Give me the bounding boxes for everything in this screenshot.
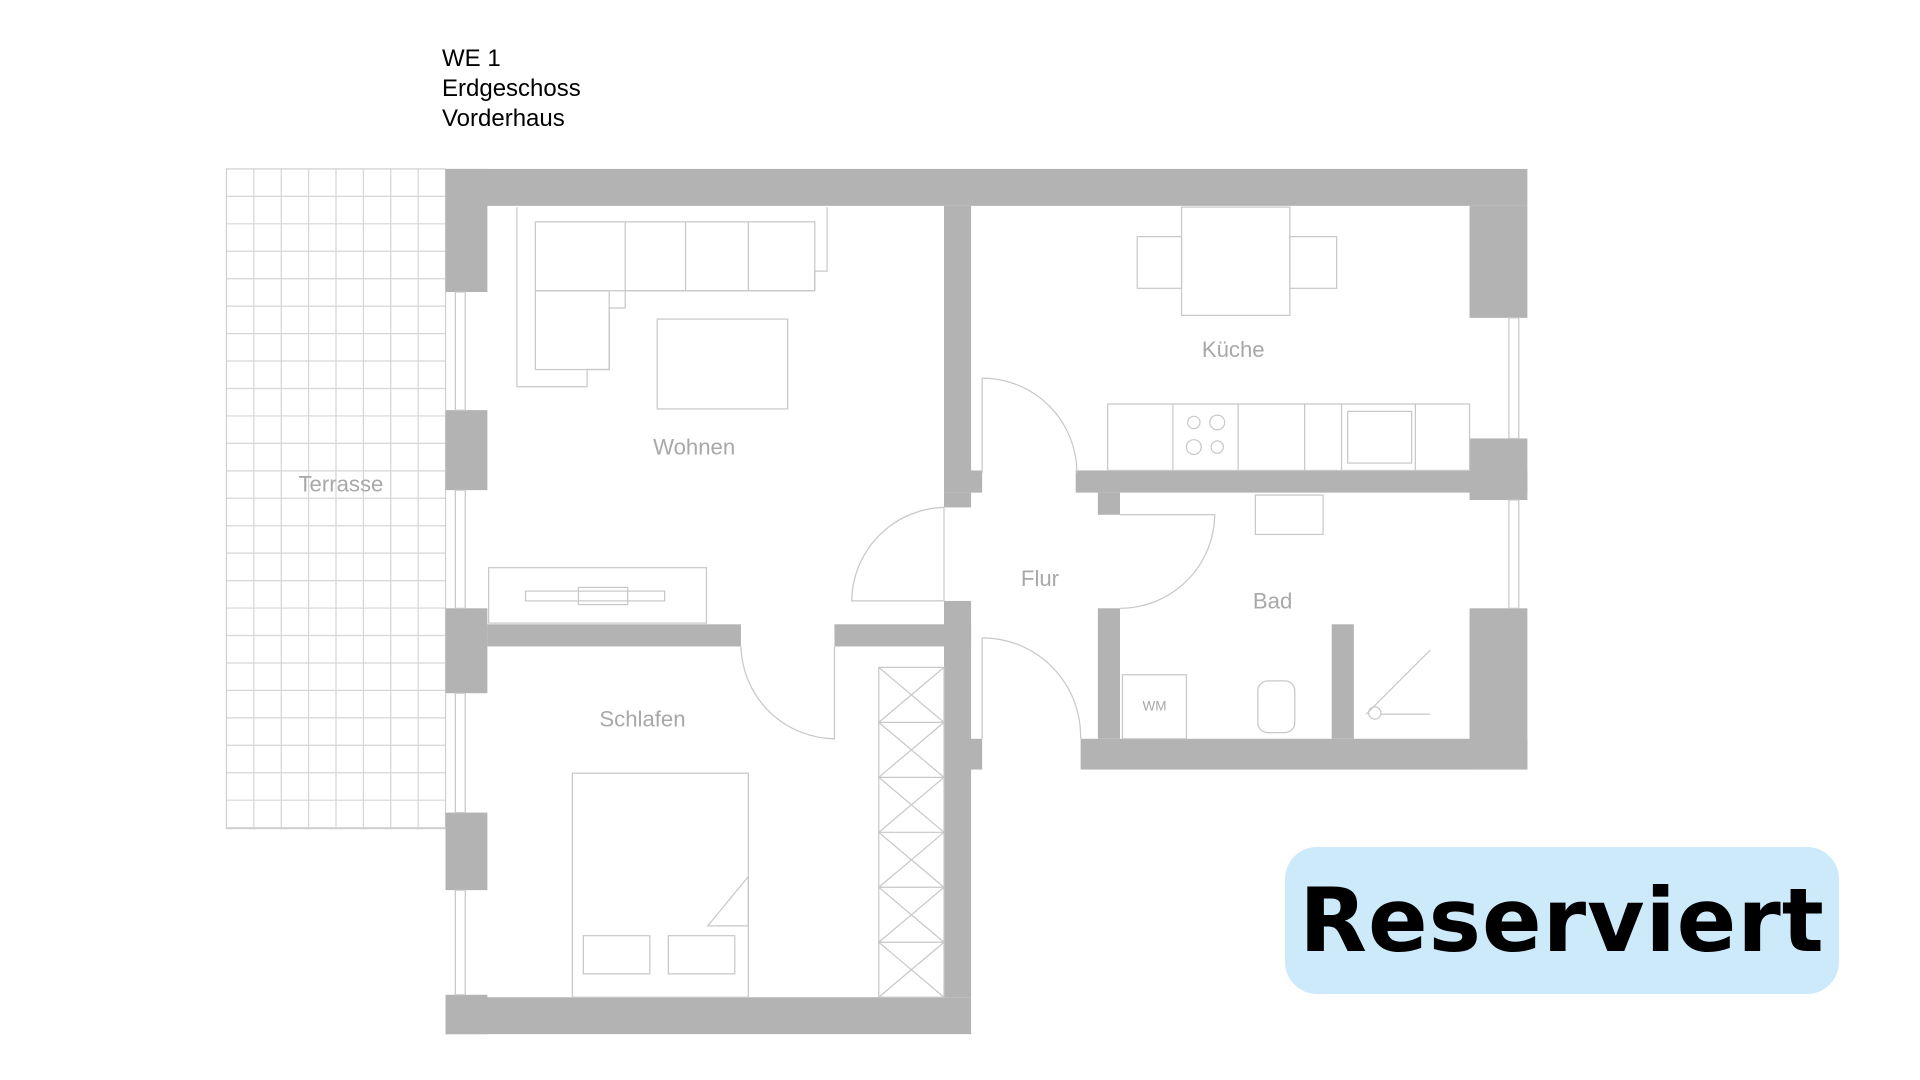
- terrace-outline: [225, 168, 447, 830]
- room-label-terrace: Terrasse: [298, 471, 383, 496]
- wardrobe-segment: [878, 776, 945, 833]
- status-badge: Reserviert: [1285, 847, 1839, 994]
- windows: [454, 291, 1520, 996]
- wardrobe-segment: [878, 941, 945, 998]
- wardrobe-segment: [878, 666, 945, 723]
- wardrobe-segment: [878, 721, 945, 778]
- status-label: Reserviert: [1299, 869, 1825, 972]
- room-label-bath: Bad: [1253, 588, 1292, 613]
- wardrobe-segment: [878, 886, 945, 943]
- washer-label: WM: [1142, 698, 1166, 713]
- unit-info: WE 1 Erdgeschoss Vorderhaus: [442, 44, 581, 134]
- room-label-living: Wohnen: [653, 434, 735, 459]
- room-label-hall: Flur: [1021, 566, 1059, 591]
- unit-number: WE 1: [442, 45, 501, 72]
- building-name: Vorderhaus: [442, 105, 565, 132]
- floor-name: Erdgeschoss: [442, 75, 581, 102]
- room-label-bedroom: Schlafen: [599, 706, 685, 731]
- walls: [445, 168, 1528, 1035]
- terrace-tiles: [226, 168, 446, 829]
- furniture: [488, 206, 1471, 998]
- doors: [740, 377, 1216, 740]
- wardrobe-segment: [878, 831, 945, 888]
- room-label-kitchen: Küche: [1202, 337, 1265, 362]
